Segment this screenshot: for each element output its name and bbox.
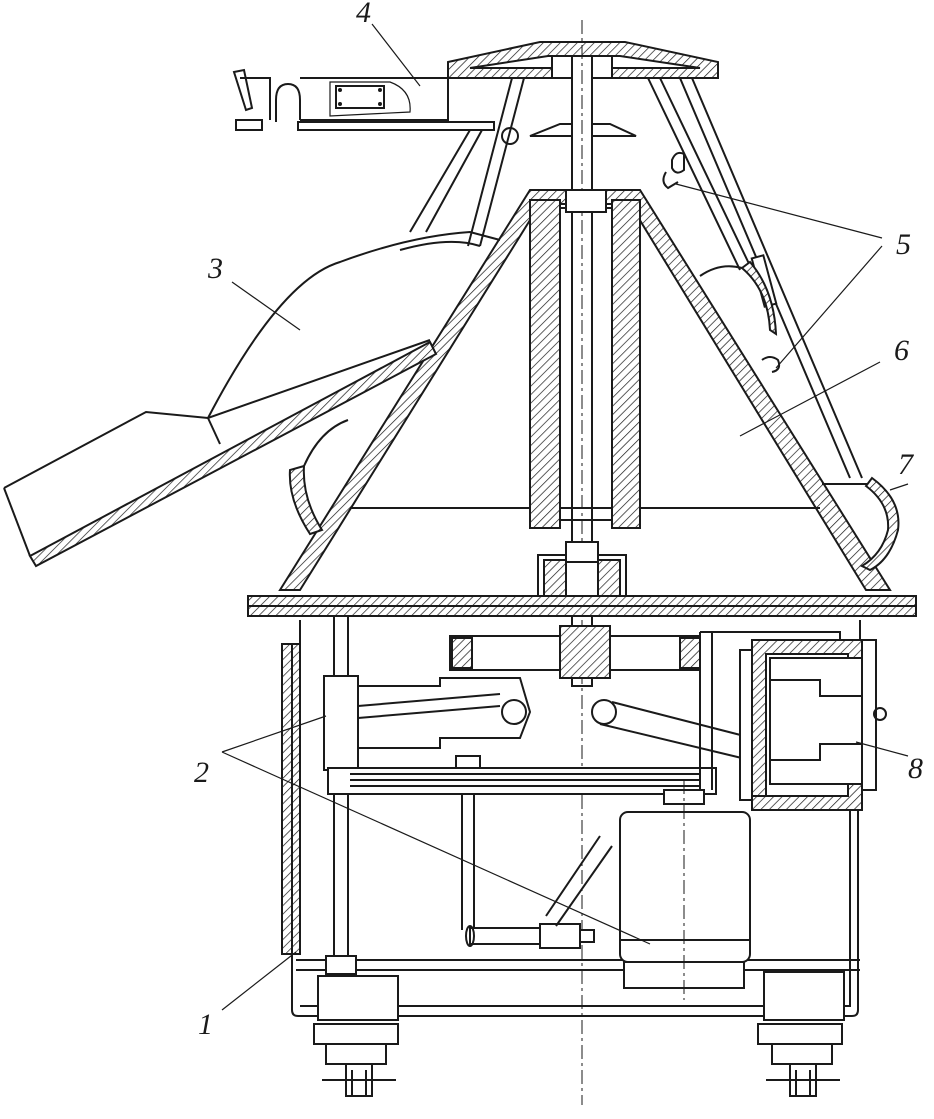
label-6: 6 (894, 334, 909, 367)
caster-right (757, 971, 845, 1097)
label-2: 2 (194, 756, 209, 789)
control-box (699, 631, 887, 811)
feed-chute (3, 230, 501, 568)
discharge-spout (822, 476, 900, 572)
label-4: 4 (356, 0, 371, 29)
caster-left (313, 975, 399, 1097)
label-8: 8 (908, 752, 923, 785)
electric-motor (545, 780, 751, 1000)
cone-body (278, 189, 892, 591)
label-7: 7 (898, 448, 915, 481)
gear-pulley (449, 625, 701, 679)
lower-frame (281, 620, 861, 1017)
label-1: 1 (198, 1008, 213, 1041)
belt-drive (327, 755, 717, 949)
label-5: 5 (896, 228, 911, 261)
base-plate (247, 595, 917, 617)
side-flaps (662, 151, 781, 373)
lever-arm (232, 68, 495, 131)
vertical-rod (323, 615, 761, 977)
label-3: 3 (207, 252, 223, 285)
bearing-housing (537, 541, 627, 604)
leader-lines (221, 23, 909, 1011)
